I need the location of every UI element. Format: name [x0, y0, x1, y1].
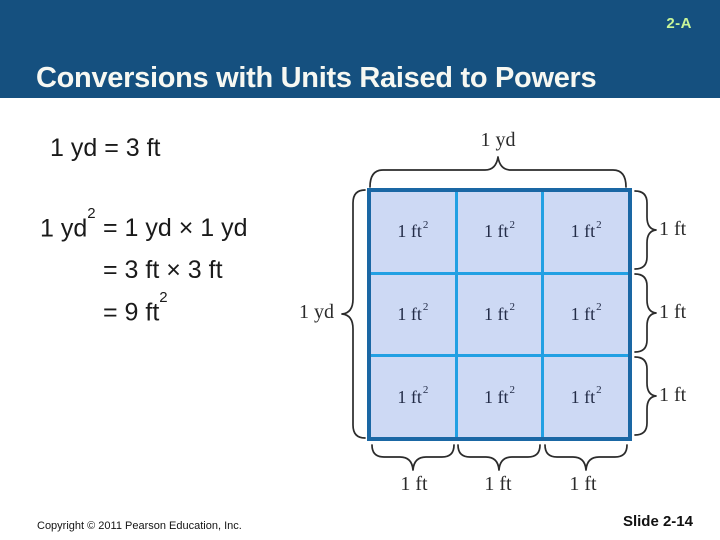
equation-line-4: = 9 ft2 [40, 289, 248, 327]
cell-label: 1 ft [570, 386, 596, 407]
cell-label: 1 ft [397, 303, 422, 324]
dimension-label-bottom-3: 1 ft [569, 473, 597, 495]
dimension-label-top: 1 yd [480, 129, 516, 151]
cell-label: 1 ft [483, 386, 509, 407]
cell-label: 1 ft [483, 221, 509, 242]
cell-label: 1 ft [483, 303, 509, 324]
header-band: 2-A Conversions with Units Raised to Pow… [0, 0, 720, 98]
cell-label-sup: 2 [422, 301, 429, 314]
cell-label-sup: 2 [596, 218, 602, 231]
equation-line-4-base: = 9 ft [103, 298, 160, 327]
cell-label-sup: 2 [509, 218, 515, 231]
equation-line-1: 1 yd = 3 ft [50, 134, 161, 162]
dimension-label-right-3: 1 ft [659, 384, 687, 406]
equation-line-2: 1 yd2 = 1 yd × 1 yd [40, 205, 248, 243]
cell-label: 1 ft [570, 221, 596, 242]
left-brace [341, 189, 366, 439]
slide-title: Conversions with Units Raised to Powers [36, 62, 597, 94]
slide-number: Slide 2-14 [622, 513, 693, 530]
cell-label: 1 ft [397, 221, 422, 242]
equation-line-3-rhs: = 3 ft × 3 ft [103, 256, 223, 285]
cell-label-sup: 2 [422, 218, 429, 231]
equation-block: 1 yd2 = 1 yd × 1 yd = 3 ft × 3 ft = 9 ft… [40, 205, 248, 341]
equation-line-2-rhs: = 1 yd × 1 yd [103, 214, 248, 243]
bottom-brace-2 [457, 444, 541, 471]
right-brace-1 [634, 190, 657, 270]
equation-line-3: = 3 ft × 3 ft [40, 256, 248, 285]
equation-line-2-base: 1 yd [40, 214, 88, 243]
cell-label-sup: 2 [596, 384, 602, 397]
right-brace-3 [634, 356, 657, 436]
cell-label-sup: 2 [509, 301, 515, 314]
cell-label-sup: 2 [596, 301, 602, 314]
bottom-brace-3 [544, 444, 628, 471]
dimension-label-right-2: 1 ft [659, 301, 687, 323]
dimension-label-left: 1 yd [299, 301, 334, 323]
cell-label-sup: 2 [422, 384, 429, 397]
cell-label-sup: 2 [509, 384, 515, 397]
dimension-label-bottom-1: 1 ft [400, 473, 428, 495]
cell-label: 1 ft [397, 386, 422, 407]
right-brace-2 [634, 273, 657, 353]
bottom-brace-1 [371, 444, 455, 471]
dimension-label-right-1: 1 ft [659, 218, 687, 240]
dimension-label-bottom-2: 1 ft [484, 473, 512, 495]
top-brace [369, 156, 627, 188]
equation-line-2-lhs: 1 yd2 [40, 205, 103, 243]
copyright-notice: Copyright © 2011 Pearson Education, Inc. [37, 520, 242, 532]
section-tag: 2-A [666, 15, 692, 32]
equation-line-4-sup: 2 [159, 289, 168, 307]
cell-label: 1 ft [570, 303, 596, 324]
equation-line-2-sup: 2 [87, 205, 96, 222]
equation-line-4-rhs: = 9 ft2 [103, 289, 168, 327]
